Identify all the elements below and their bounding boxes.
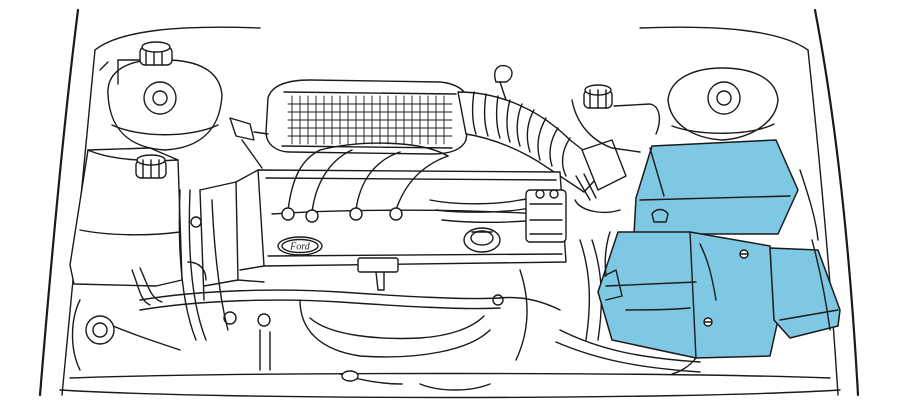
engine-cam-cover — [199, 169, 567, 301]
brake-fluid-reservoir-cap — [117, 41, 173, 85]
thermostat-housing — [229, 117, 269, 169]
coolant-expansion-tank — [69, 147, 183, 306]
intake-plenum — [265, 79, 471, 155]
battery-cover-front — [597, 231, 779, 359]
right-lower-hoses — [555, 169, 831, 373]
lower-engine-details — [71, 216, 504, 385]
battery-highlight — [597, 139, 841, 375]
air-intake-hose — [457, 91, 607, 193]
engine-connector — [357, 257, 399, 291]
ignition-coil — [525, 189, 567, 243]
spark-plug-leads — [281, 142, 553, 224]
bonnet-outline — [38, 8, 860, 399]
ford-badge: Ford — [277, 236, 323, 256]
oil-filler-cap — [463, 227, 501, 253]
airflow-sensor-connector — [574, 139, 627, 214]
oil-dipstick-handle — [494, 64, 513, 101]
right-strut-top — [667, 67, 779, 141]
washer-reservoir — [571, 84, 661, 153]
battery-cover-top — [633, 139, 799, 235]
coolant-hoses — [139, 189, 603, 361]
left-strut-top — [99, 59, 223, 151]
battery-side-box — [769, 247, 841, 339]
ford-badge-text: Ford — [289, 242, 311, 253]
